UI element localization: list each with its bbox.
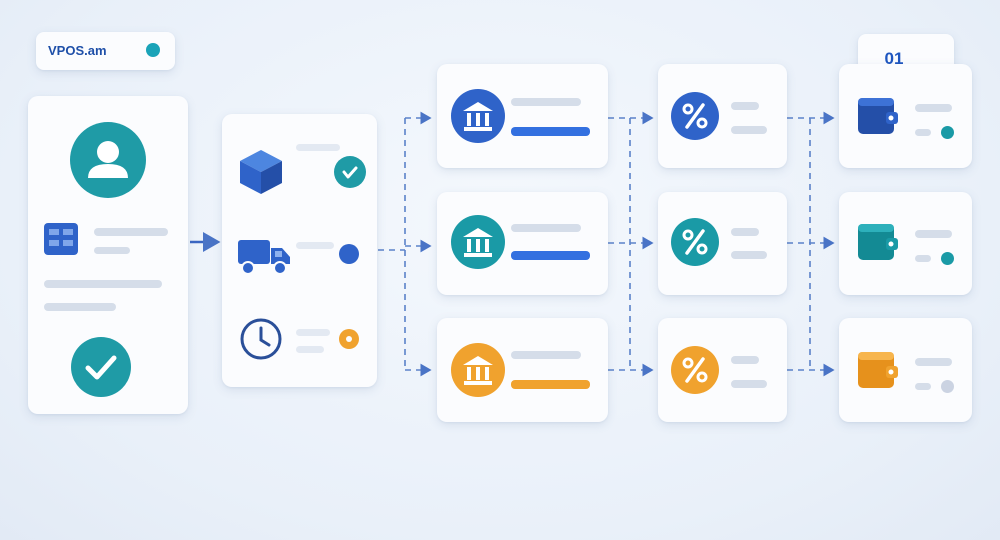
status-dot-orange	[339, 329, 359, 349]
brand-badge: VPOS.am	[36, 32, 175, 70]
placeholder-bar	[511, 98, 581, 106]
bank-progress-bar	[511, 380, 590, 389]
bank-progress-bar	[511, 127, 590, 136]
status-dot-teal	[941, 252, 954, 265]
percent-icon	[671, 218, 719, 266]
fee-card-blue	[658, 64, 787, 168]
fee-card-orange	[658, 318, 787, 422]
bank-card-teal	[437, 192, 608, 295]
percent-icon	[671, 346, 719, 394]
placeholder-bar	[915, 129, 931, 136]
bank-icon	[451, 215, 505, 269]
placeholder-bar	[915, 230, 952, 238]
clock-icon	[240, 318, 282, 360]
placeholder-bar	[731, 102, 759, 110]
dashed-connectors-fees-to-wallets	[787, 111, 835, 377]
placeholder-bar	[915, 358, 952, 366]
order-card	[222, 114, 377, 387]
wallet-icon	[858, 352, 898, 388]
wallet-card-teal	[839, 192, 972, 295]
placeholder-bar	[94, 247, 130, 254]
wallet-card-orange	[839, 318, 972, 422]
placeholder-bar	[731, 356, 759, 364]
placeholder-bar	[511, 224, 581, 232]
wallet-icon	[858, 98, 898, 134]
step-number: 01	[884, 49, 904, 68]
bank-card-blue	[437, 64, 608, 168]
placeholder-bar	[44, 280, 162, 288]
percent-icon	[671, 92, 719, 140]
truck-icon	[238, 240, 290, 275]
wallet-icon	[858, 224, 898, 260]
bank-progress-bar	[511, 251, 590, 260]
placeholder-bar	[731, 380, 767, 388]
placeholder-bar	[511, 351, 581, 359]
wallet-card-blue	[839, 64, 972, 168]
placeholder-bar	[915, 255, 931, 262]
user-card	[28, 96, 188, 414]
status-dot-grey	[941, 380, 954, 393]
placeholder-bar	[44, 303, 116, 311]
user-avatar-icon	[70, 122, 146, 198]
placeholder-bar	[731, 126, 767, 134]
placeholder-bar	[731, 228, 759, 236]
box-icon	[240, 150, 282, 194]
dashed-connectors-banks-to-fees	[608, 111, 654, 377]
bank-card-orange	[437, 318, 608, 422]
status-dot-teal	[941, 126, 954, 139]
dashed-connectors-order-to-banks	[378, 111, 432, 377]
placeholder-bar	[731, 251, 767, 259]
placeholder-bar	[296, 242, 334, 249]
check-status-icon	[334, 156, 366, 188]
fee-card-teal	[658, 192, 787, 295]
checkmark-icon	[71, 337, 131, 397]
status-dot-blue	[339, 244, 359, 264]
brand-dot	[146, 43, 160, 57]
placeholder-bar	[94, 228, 168, 236]
placeholder-bar	[296, 346, 324, 353]
placeholder-bar	[296, 329, 330, 336]
placeholder-bar	[915, 104, 952, 112]
placeholder-bar	[915, 383, 931, 390]
bank-icon	[451, 89, 505, 143]
grid-card-icon	[44, 223, 78, 255]
brand-name: VPOS.am	[48, 43, 107, 58]
placeholder-bar	[296, 144, 340, 151]
bank-icon	[451, 343, 505, 397]
